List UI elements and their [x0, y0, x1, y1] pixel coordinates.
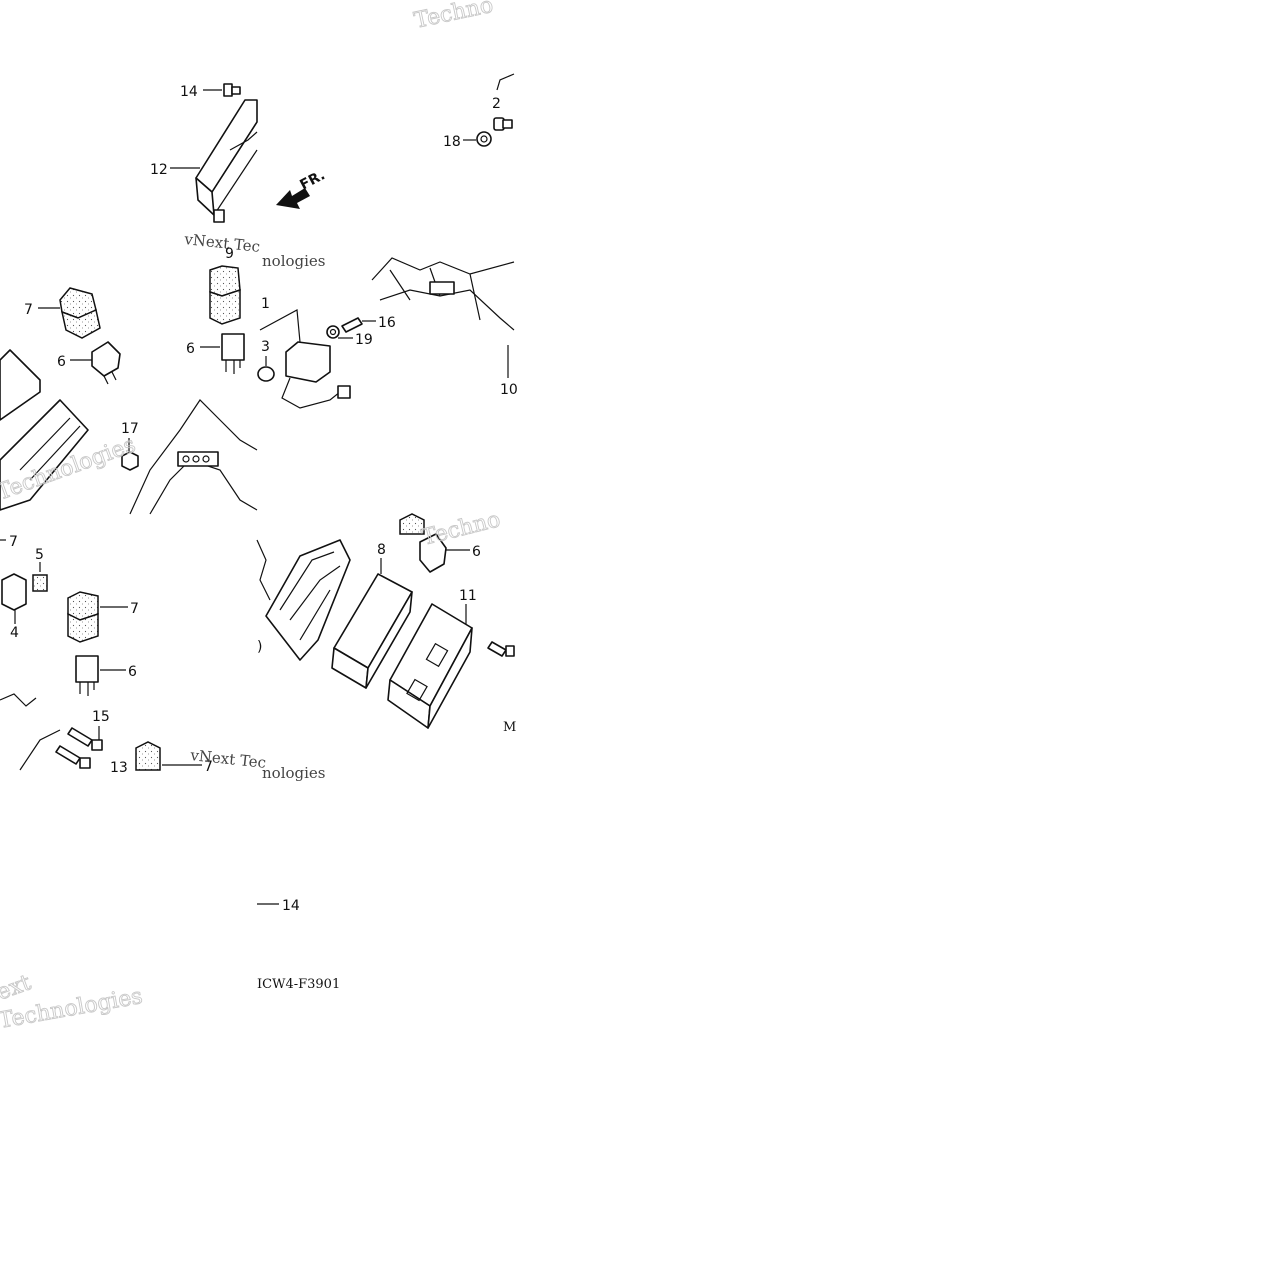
callout-14b: 14	[282, 898, 300, 914]
bolt-13-icon	[55, 745, 91, 769]
grommet-3-icon	[257, 366, 275, 382]
relay-6a-icon	[91, 341, 121, 385]
relay-7d-icon	[135, 741, 161, 771]
watermark-brand-2: Techno	[419, 507, 503, 551]
bracket-ecu-icon	[256, 539, 351, 661]
bracket-partial-icon	[0, 693, 37, 707]
callout-17: 17	[121, 421, 139, 437]
ecu-8-icon	[331, 573, 413, 689]
frame-10-icon	[371, 257, 515, 331]
actuator-1-icon	[281, 341, 351, 409]
callout-6b: 6	[186, 341, 195, 357]
relay-4-icon	[1, 573, 27, 611]
callout-19: 19	[355, 332, 373, 348]
callout-6d: 6	[472, 544, 481, 560]
watermark-ext: ext	[0, 970, 34, 1005]
ecu-11-icon	[387, 603, 473, 729]
tile-middle-middle: nologies 1 3 16 19	[257, 252, 518, 409]
nut-17-icon	[121, 451, 139, 471]
bolt-16-icon	[341, 317, 363, 333]
relay-6c-icon	[75, 655, 99, 696]
callout-14: 14	[180, 84, 198, 100]
frame-partial-icon	[19, 729, 61, 771]
callout-9-top: 9	[225, 246, 234, 262]
callout-partial: )	[257, 639, 262, 655]
callout-10: 10	[500, 382, 518, 398]
tile-bottom-middle: 6 Techno 8 11 )	[256, 507, 516, 782]
relay-6d-icon	[399, 513, 447, 573]
callout-1: 1	[261, 296, 270, 312]
tile-lower: 14 ICW4-F3901 ext Technologies	[0, 898, 340, 1034]
tile-top-left: 14 12 Techno vNext Tec 9	[150, 0, 496, 262]
watermark-brand: Techno	[412, 0, 495, 34]
bolt-15-icon	[67, 727, 103, 751]
tile-middle-left: 7 6 6 17	[0, 265, 258, 515]
callout-3: 3	[261, 339, 270, 355]
callout-7a: 7	[24, 302, 33, 318]
frame-left-icon	[129, 399, 258, 515]
relay-7a-icon	[59, 287, 101, 339]
callout-16: 16	[378, 315, 396, 331]
relay-7b-icon	[209, 265, 241, 325]
callout-11: 11	[459, 588, 477, 604]
tile-top-middle: FR. 2 18	[276, 73, 515, 209]
callout-15: 15	[92, 709, 110, 725]
callout-6c: 6	[128, 664, 137, 680]
bolt-ecu-icon	[487, 641, 515, 657]
watermark-line: vNext Tec	[183, 230, 261, 256]
callout-12: 12	[150, 162, 168, 178]
callout-7c: 7	[130, 601, 139, 617]
bracket-12-icon	[195, 99, 258, 223]
callout-18: 18	[443, 134, 461, 150]
callout-7b: 7	[9, 534, 18, 550]
callout-5: 5	[35, 547, 44, 563]
front-arrow-icon	[276, 188, 310, 209]
callout-6a: 6	[57, 354, 66, 370]
callout-2: 2	[492, 96, 501, 112]
relay-6b-icon	[221, 333, 245, 374]
bolt-14-icon	[203, 83, 241, 97]
relay-7c-icon	[67, 591, 99, 643]
tile-bottom-left: 7 5 4 7 6 15 13	[0, 534, 267, 776]
watermark-nologies-a: nologies	[262, 252, 326, 270]
front-direction-label: FR.	[297, 167, 327, 193]
partial-marker: M	[503, 720, 516, 735]
callout-7d: 7	[204, 759, 213, 775]
nut-18-icon	[476, 131, 492, 147]
washer-19-icon	[326, 325, 340, 339]
control-unit-left-icon	[0, 349, 89, 511]
callout-8: 8	[377, 542, 386, 558]
callout-13: 13	[110, 760, 128, 776]
callout-4: 4	[10, 625, 19, 641]
watermark-line-2: vNext Tec	[189, 746, 267, 772]
collar-2-icon	[493, 117, 513, 131]
watermark-nologies-b: nologies	[262, 764, 326, 782]
figure-code: ICW4-F3901	[257, 977, 340, 992]
fuse-5-icon	[32, 574, 48, 592]
